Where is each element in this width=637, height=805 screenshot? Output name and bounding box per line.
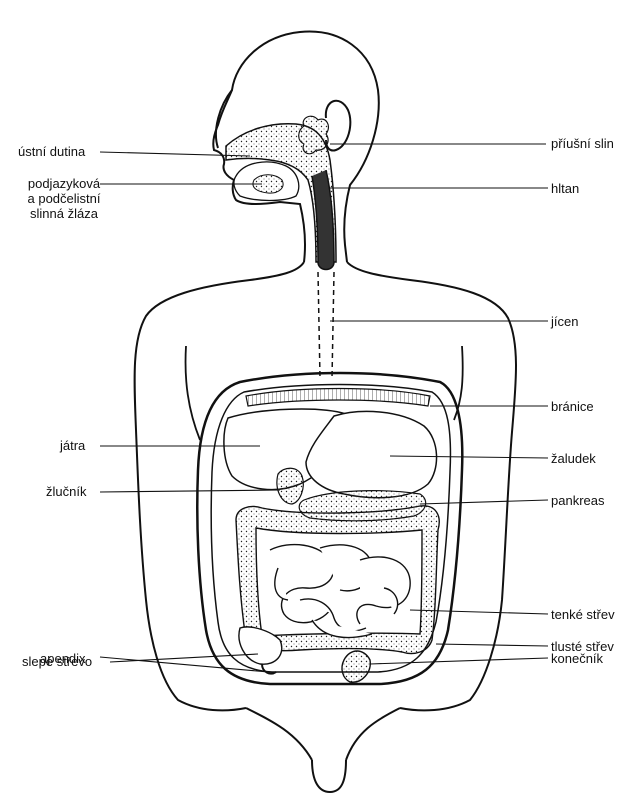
label-rectum: konečník <box>551 651 604 666</box>
label-sublingual-gland: podjazyková a podčelistní slinná žláza <box>4 176 124 221</box>
label-liver: játra <box>60 438 86 453</box>
label-pancreas: pankreas <box>551 493 605 508</box>
cecum <box>238 626 283 665</box>
label-appendix: apendix <box>40 651 86 666</box>
label-stomach: žaludek <box>551 451 596 466</box>
leader-gallbladder <box>99 489 281 493</box>
label-parotid: příušní slin <box>551 136 614 151</box>
label-sublingual-line2: a podčelistní <box>27 191 101 206</box>
label-cecum: slepé střevo <box>22 654 93 669</box>
right-arm-line <box>453 345 464 421</box>
label-diaphragm: bránice <box>551 399 594 414</box>
torso-right-outline <box>346 261 517 712</box>
label-sublingual-line1: podjazyková <box>27 176 101 191</box>
leader-oral-cavity <box>99 151 251 157</box>
leader-large-intestine <box>435 643 549 647</box>
leader-small-intestine <box>409 609 549 615</box>
label-large-intestine: tlusté střev <box>551 639 614 654</box>
pharynx <box>311 169 335 271</box>
small-intestine <box>269 543 411 639</box>
diaphragm <box>245 387 431 407</box>
left-arm-line <box>184 345 201 441</box>
face-profile <box>212 89 306 263</box>
leader-appendix <box>99 656 269 673</box>
label-gallbladder: žlučník <box>46 484 87 499</box>
oral-cavity <box>225 122 337 263</box>
torso-left-outline <box>133 261 305 712</box>
label-esophagus: jícen <box>551 314 579 329</box>
rectum <box>341 650 371 683</box>
pelvis-right <box>345 707 401 761</box>
label-small-intestine: tenké střev <box>551 607 615 622</box>
gallbladder <box>276 467 304 505</box>
leader-stomach <box>389 455 549 459</box>
esophagus-right <box>331 271 335 379</box>
leader-cecum <box>109 653 259 663</box>
leader-lines <box>99 143 549 673</box>
leg-outline <box>311 759 347 794</box>
ear-outline <box>324 99 352 152</box>
appendix-organ <box>261 663 277 675</box>
abdominal-wall-outer <box>196 371 464 686</box>
esophagus-left <box>317 271 321 379</box>
leader-pancreas <box>419 499 549 505</box>
label-pharynx: hltan <box>551 181 580 196</box>
label-sublingual-line3: slinná žláza <box>30 206 98 221</box>
pelvis-left <box>245 707 313 761</box>
label-oral-cavity: ústní dutina <box>18 144 86 159</box>
sublingual-gland <box>252 174 284 194</box>
leader-rectum <box>369 657 549 665</box>
